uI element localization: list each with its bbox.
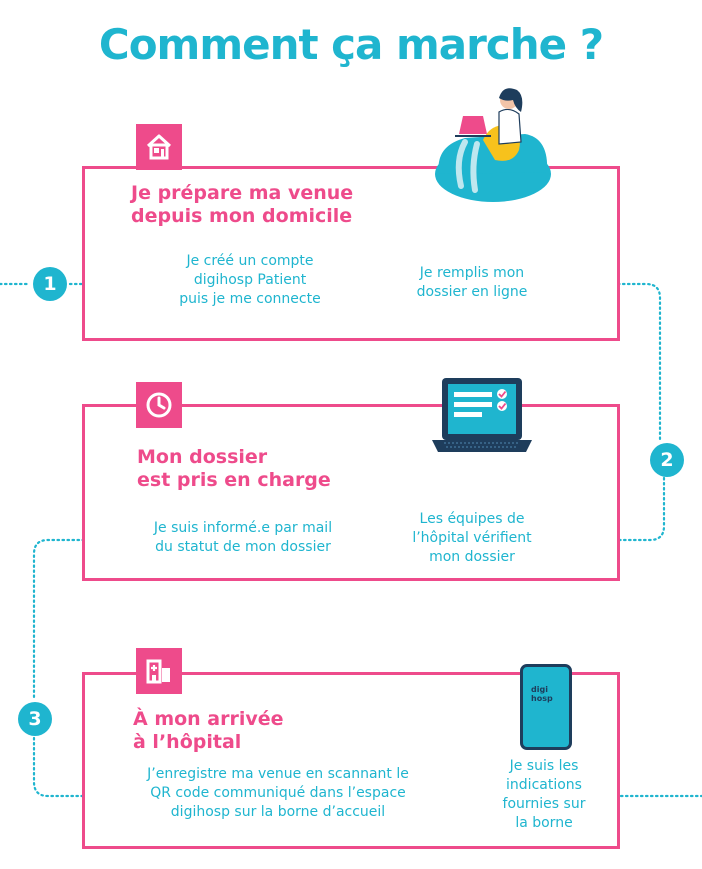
connector-mail-to-3	[32, 538, 126, 700]
step-3-number: 3	[18, 702, 52, 736]
kiosk-logo: digi hosp	[531, 685, 553, 703]
connector-3-to-scan	[32, 736, 120, 803]
step-2-action-email-status: Je suis informé.e par mail du statut de …	[153, 520, 333, 555]
step-2-number: 2	[650, 443, 684, 477]
step-3-heading: À mon arrivée à l’hôpital	[133, 708, 284, 753]
connector-2-to-team	[558, 476, 666, 547]
step-3-action-scan-qr: J’enregistre ma venue en scannant le QR …	[147, 766, 409, 820]
step-1-action-create-account: Je créé un compte digihosp Patient puis …	[179, 253, 321, 307]
hospital-icon	[136, 648, 182, 694]
step-2-heading: Mon dossier est pris en charge	[137, 446, 331, 491]
step-3-action-follow-kiosk: Je suis les indications fournies sur la …	[502, 758, 586, 831]
connector-b-to-2	[546, 282, 662, 442]
house-icon	[136, 124, 182, 170]
step-2-action-hospital-checks: Les équipes de l’hôpital vérifient mon d…	[412, 511, 532, 565]
step-1-heading: Je prépare ma venue depuis mon domicile	[131, 182, 354, 227]
page-title: Comment ça marche ?	[98, 20, 604, 69]
step-1-number: 1	[33, 267, 67, 301]
clock-icon	[136, 382, 182, 428]
woman-laptop-beanbag-illustration	[435, 88, 551, 202]
kiosk-illustration: digi hosp	[520, 664, 572, 750]
step-2-box	[82, 404, 620, 581]
step-1-action-fill-file: Je remplis mon dossier en ligne	[416, 265, 528, 300]
laptop-checklist-illustration	[432, 378, 532, 452]
